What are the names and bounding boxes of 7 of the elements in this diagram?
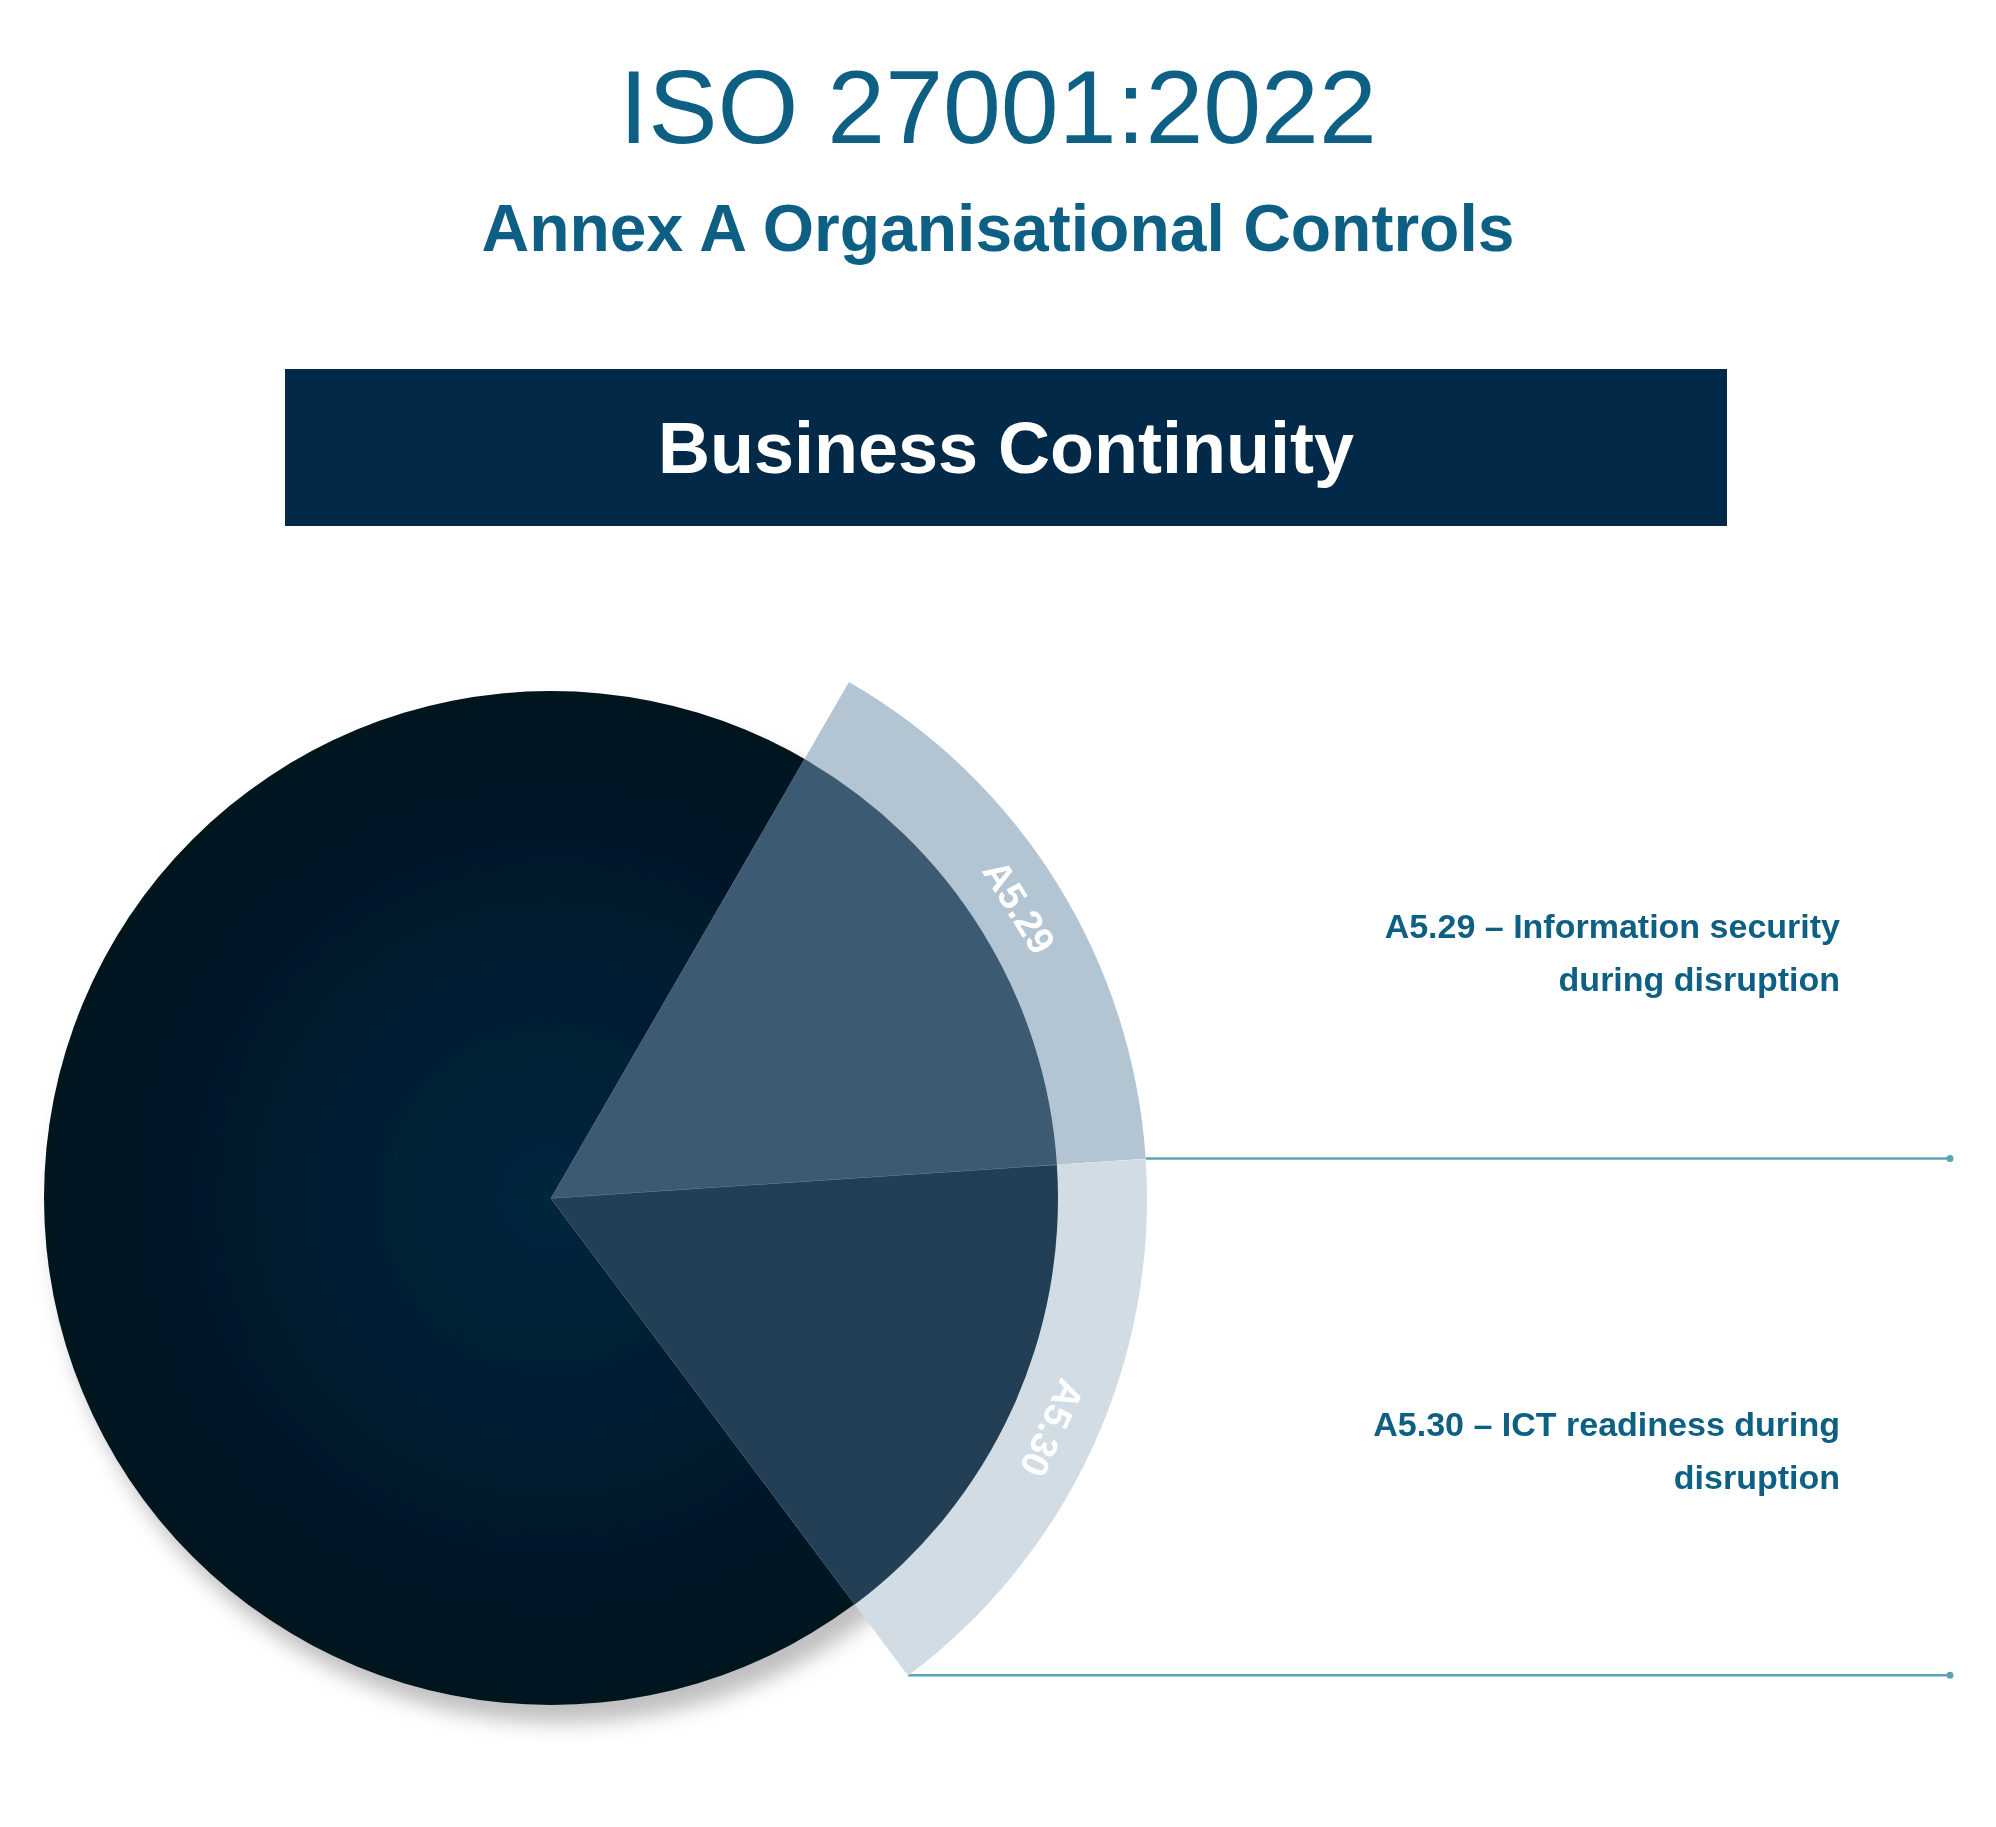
leader-line: [1145, 1155, 1954, 1162]
control-description: A5.30 – ICT readiness during disruption: [1270, 1398, 1840, 1504]
title-banner: [285, 369, 1727, 526]
banner-heading: Business Continuity: [657, 406, 1355, 490]
leader-line: [908, 1671, 1954, 1679]
title: ISO 27001:2022: [618, 55, 1378, 159]
control-description: A5.29 – Information security during disruption: [1270, 900, 1840, 1006]
